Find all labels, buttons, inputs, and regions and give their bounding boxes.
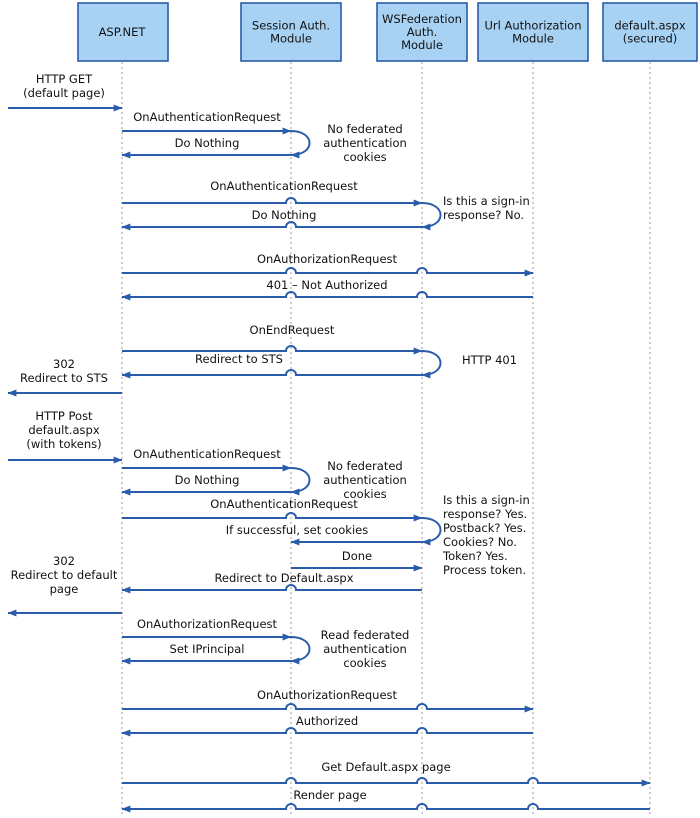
- message-onauthz-2-req[interactable]: OnAuthorizationRequest: [122, 617, 292, 641]
- message-label-onauthz-3-req: OnAuthorizationRequest: [257, 688, 398, 702]
- messages-layer: HTTP GET(default page) OnAuthenticationRe…: [7, 72, 651, 813]
- note-note-http-401: HTTP 401: [462, 353, 517, 367]
- arrow-onauth-2-req[interactable]: [122, 197, 423, 207]
- message-label-onauth-2-resp: Do Nothing: [252, 208, 317, 222]
- arrow-onauthz-1-req[interactable]: [122, 267, 534, 277]
- message-label-onauth-4-req: OnAuthenticationRequest: [210, 497, 358, 511]
- selfloop-arc-onauth-4-selfloop[interactable]: [421, 517, 442, 546]
- selfloop-arc-onauth-3-selfloop[interactable]: [290, 467, 311, 496]
- lane-header-session[interactable]: Session Auth.Module: [240, 2, 342, 62]
- message-render-page-resp[interactable]: Render page: [121, 788, 650, 813]
- selfloop-arc-onauthz-2-selfloop[interactable]: [290, 636, 311, 665]
- message-onauth-3-selfloop[interactable]: [290, 467, 311, 496]
- message-onendreq-selfloop[interactable]: [421, 350, 442, 379]
- message-onauth-3-req[interactable]: OnAuthenticationRequest: [122, 447, 292, 472]
- arrow-redirect-default[interactable]: [121, 584, 422, 594]
- arrow-render-page-resp[interactable]: [121, 803, 650, 813]
- message-label-onendreq-req: OnEndRequest: [250, 323, 335, 337]
- message-label-redirect-default: Redirect to Default.aspx: [214, 571, 353, 585]
- message-http-get[interactable]: HTTP GET(default page): [8, 72, 123, 112]
- arrow-onendreq-req[interactable]: [122, 345, 423, 355]
- lane-label-session: Session Auth.Module: [252, 19, 330, 46]
- message-onauth-4-req[interactable]: OnAuthenticationRequest: [122, 497, 423, 522]
- message-label-onauthz-2-resp: Set IPrincipal: [170, 642, 245, 656]
- message-onauthz-2-selfloop[interactable]: [290, 636, 311, 665]
- arrow-onauthz-3-req[interactable]: [122, 703, 534, 713]
- message-label-get-page-req: Get Default.aspx page: [321, 760, 450, 774]
- message-get-page-req[interactable]: Get Default.aspx page: [122, 760, 651, 787]
- lane-header-page[interactable]: default.aspx(secured): [602, 2, 698, 62]
- message-label-onauth-3-req: OnAuthenticationRequest: [133, 447, 281, 461]
- message-onauthz-2-resp[interactable]: Set IPrincipal: [121, 642, 291, 665]
- selfloop-arc-onauth-2-selfloop[interactable]: [421, 202, 442, 231]
- message-onauth-3-resp[interactable]: Do Nothing: [121, 473, 291, 496]
- lane-box-urlauth[interactable]: [477, 2, 589, 62]
- message-redirect-default[interactable]: Redirect to Default.aspx: [121, 571, 422, 594]
- lane-label-page: default.aspx(secured): [614, 19, 685, 46]
- message-done-msg[interactable]: Done: [291, 549, 423, 572]
- lane-box-aspnet[interactable]: [77, 2, 169, 62]
- lane-box-page[interactable]: [602, 2, 698, 62]
- message-onauth-1-selfloop[interactable]: [290, 130, 311, 159]
- message-onauth-2-resp[interactable]: Do Nothing: [121, 208, 422, 231]
- message-label-onauthz-1-req: OnAuthorizationRequest: [257, 252, 398, 266]
- message-label-onauth-4-resp: If successful, set cookies: [226, 523, 368, 537]
- selfloop-arc-onauth-1-selfloop[interactable]: [290, 130, 311, 159]
- message-label-http-get: HTTP GET(default page): [23, 72, 105, 100]
- message-onauthz-1-resp[interactable]: 401 – Not Authorized: [121, 278, 533, 301]
- lane-header-aspnet[interactable]: ASP.NET: [77, 2, 169, 62]
- message-label-onauthz-1-resp: 401 – Not Authorized: [266, 278, 387, 292]
- message-onauth-2-selfloop[interactable]: [421, 202, 442, 231]
- message-label-onauth-3-resp: Do Nothing: [175, 473, 240, 487]
- message-onauth-4-resp[interactable]: If successful, set cookies: [226, 523, 422, 546]
- message-onauth-1-req[interactable]: OnAuthenticationRequest: [122, 110, 292, 135]
- message-onauthz-3-resp[interactable]: Authorized: [121, 714, 533, 737]
- lane-label-aspnet: ASP.NET: [99, 25, 147, 39]
- message-label-onauth-1-req: OnAuthenticationRequest: [133, 110, 281, 124]
- message-label-onauthz-3-resp: Authorized: [296, 714, 358, 728]
- message-label-done-msg: Done: [342, 549, 372, 563]
- message-onauthz-3-req[interactable]: OnAuthorizationRequest: [122, 688, 534, 713]
- lifelines-layer: [121, 62, 651, 816]
- arrow-onauth-4-req[interactable]: [122, 512, 423, 522]
- selfloop-arc-onendreq-selfloop[interactable]: [421, 350, 442, 379]
- message-onauth-4-selfloop[interactable]: [421, 517, 442, 546]
- message-label-onauthz-2-req: OnAuthorizationRequest: [137, 617, 278, 631]
- message-onendreq-req[interactable]: OnEndRequest: [122, 323, 423, 355]
- arrow-onendreq-resp[interactable]: [121, 369, 422, 379]
- arrow-get-page-req[interactable]: [122, 777, 651, 787]
- arrow-onauthz-3-resp[interactable]: [121, 727, 533, 737]
- message-onauth-2-req[interactable]: OnAuthenticationRequest: [122, 179, 423, 207]
- lane-box-wsfed[interactable]: [376, 2, 468, 62]
- arrow-onauth-2-resp[interactable]: [121, 221, 422, 231]
- message-label-render-page-resp: Render page: [293, 788, 366, 802]
- message-onendreq-resp[interactable]: Redirect to STS: [121, 352, 422, 379]
- message-label-onauth-1-resp: Do Nothing: [175, 136, 240, 150]
- message-label-onendreq-resp: Redirect to STS: [195, 352, 283, 366]
- message-label-onauth-2-req: OnAuthenticationRequest: [210, 179, 358, 193]
- message-onauthz-1-req[interactable]: OnAuthorizationRequest: [122, 252, 534, 277]
- message-onauth-1-resp[interactable]: Do Nothing: [121, 136, 291, 159]
- lane-box-session[interactable]: [240, 2, 342, 62]
- arrow-onauthz-1-resp[interactable]: [121, 291, 533, 301]
